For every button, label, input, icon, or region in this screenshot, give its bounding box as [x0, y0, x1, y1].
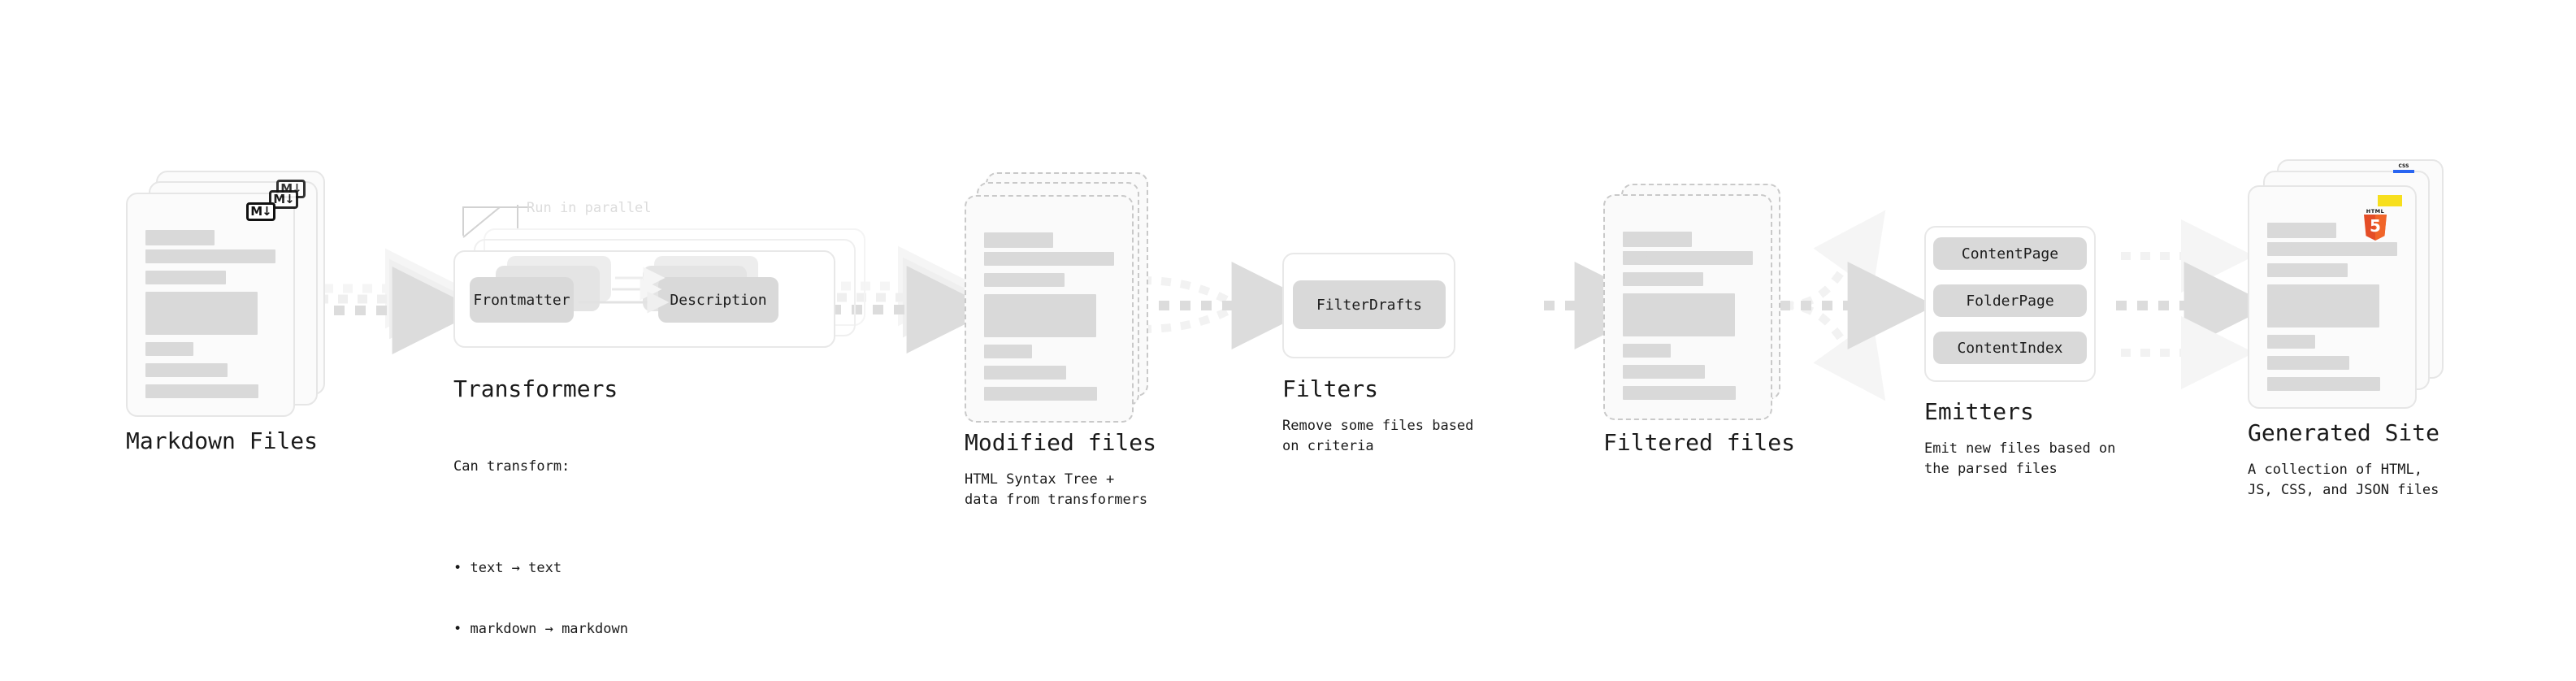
modified-doc-content — [984, 232, 1114, 408]
js-icon — [2378, 195, 2402, 206]
modified-files-description: HTML Syntax Tree + data from transformer… — [965, 471, 1148, 508]
arrow-filtered-to-emitters — [1780, 210, 1936, 401]
html5-icon-shield: 5 — [2364, 215, 2387, 241]
transformers-bullet-1: markdown → markdown — [453, 619, 627, 640]
css3-icon-bar — [2393, 170, 2414, 173]
transformer-chip-description[interactable]: Description — [658, 277, 778, 323]
generated-doc-front — [2248, 185, 2417, 409]
transformers-bullet-0: text → text — [453, 558, 628, 579]
arrow-emitters-to-site — [2116, 219, 2272, 389]
transformer-chip-frontmatter[interactable]: Frontmatter — [470, 277, 574, 323]
transformers-description: Can transform: text → text markdown → ma… — [453, 416, 628, 681]
transformers-bullet-list: text → text markdown → markdown html → h… — [453, 518, 628, 681]
css3-icon: CSS — [2392, 163, 2416, 174]
html5-icon-label: HTML — [2366, 208, 2385, 215]
emitters-description: Emit new files based on the parsed files — [1924, 440, 2116, 477]
arrow-modified-to-filters — [1138, 262, 1320, 349]
stage-title-markdown-files: Markdown Files — [126, 427, 319, 454]
modified-doc-front — [965, 195, 1134, 423]
css3-icon-label: CSS — [2398, 163, 2409, 169]
generated-doc-content — [2267, 223, 2397, 398]
transformers-description-lead: Can transform: — [453, 458, 570, 475]
generated-site-description: A collection of HTML, JS, CSS, and JSON … — [2248, 462, 2439, 498]
emitter-chip-contentpage[interactable]: ContentPage — [1933, 237, 2087, 270]
stage-title-generated-site: Generated Site — [2248, 419, 2440, 446]
markdown-icon-mid: M↓ — [269, 190, 298, 209]
filters-description: Remove some files based on criteria — [1282, 418, 1474, 454]
markdown-icon: M↓ — [246, 202, 275, 221]
filtered-doc-content — [1623, 232, 1753, 407]
stage-title-filtered-files: Filtered files — [1603, 429, 1796, 456]
emitter-chip-contentindex[interactable]: ContentIndex — [1933, 332, 2087, 364]
html5-icon-number: 5 — [2370, 216, 2381, 236]
emitter-chip-folderpage[interactable]: FolderPage — [1933, 284, 2087, 317]
markdown-doc-content — [145, 230, 275, 406]
stage-title-emitters: Emitters — [1924, 398, 2034, 425]
stage-title-transformers: Transformers — [453, 375, 618, 402]
run-in-parallel-note: Run in parallel — [527, 200, 652, 216]
markdown-doc-front — [126, 193, 295, 417]
html5-icon: HTML 5 — [2363, 208, 2387, 241]
filter-chip-filterdrafts[interactable]: FilterDrafts — [1293, 280, 1446, 329]
stage-title-filters: Filters — [1282, 375, 1379, 402]
filtered-doc-front — [1603, 194, 1772, 420]
stage-title-modified-files: Modified files — [965, 429, 1157, 456]
arrow-markdown-to-transformers — [313, 248, 480, 354]
